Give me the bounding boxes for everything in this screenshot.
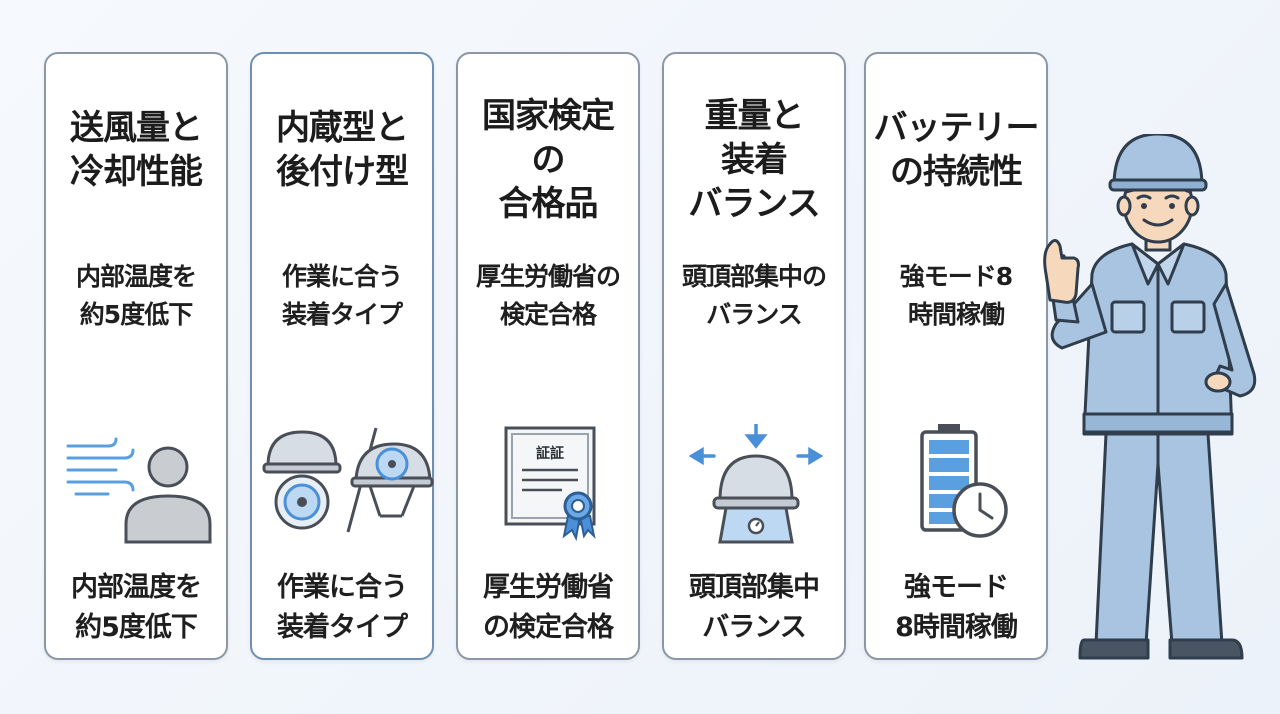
- card-subtitle: 作業に合う 装着タイプ: [281, 262, 403, 329]
- card-bottom-text: 頭頂部集中 バランス: [689, 572, 820, 643]
- card-title: 内蔵型と 後付け型: [276, 108, 409, 192]
- feature-card-airflow: 送風量と 冷却性能 内部温度を 約5度低下 内部温度を 約5度低下: [44, 52, 228, 660]
- feature-card-certification: 国家検定 の 合格品 厚生労働省の 検定合格 証証 厚生労働省 の検定合格: [456, 52, 640, 660]
- card-title: 国家検定 の 合格品: [482, 96, 615, 224]
- worker-thumbs-up-illustration: [1043, 134, 1257, 660]
- card-title: バッテリー の持続性: [873, 108, 1040, 192]
- card-subtitle: 頭頂部集中の バランス: [681, 262, 827, 329]
- card-bottom-text: 強モード 8時間稼働: [895, 572, 1018, 643]
- helmet-scale-icon: [688, 424, 824, 544]
- card-title: 送風量と 冷却性能: [70, 108, 203, 192]
- card-title: 重量と 装着 バランス: [688, 96, 820, 224]
- wind-person-icon: [66, 437, 212, 544]
- card-subtitle: 内部温度を 約5度低下: [75, 262, 197, 329]
- card-subtitle: 厚生労働省の 検定合格: [475, 262, 621, 329]
- card-bottom-text: 作業に合う 装着タイプ: [277, 572, 408, 643]
- card-bottom-text: 内部温度を 約5度低下: [71, 572, 202, 643]
- helmet-fan-icon: [262, 427, 434, 533]
- card-subtitle: 強モード8 時間稼働: [899, 262, 1013, 329]
- feature-card-battery: バッテリー の持続性 強モード8 時間稼働 強モード 8時間稼働: [864, 52, 1048, 660]
- feature-card-mount-type: 内蔵型と 後付け型 作業に合う 装着タイプ 作業に合う 装着タイプ: [250, 52, 434, 660]
- feature-card-weight-balance: 重量と 装着 バランス 頭頂部集中の バランス 頭頂部集中 バランス: [662, 52, 846, 660]
- battery-clock-icon: [920, 424, 1008, 538]
- certificate-label: 証証: [536, 445, 564, 462]
- certificate-icon: 証証: [504, 426, 596, 542]
- card-bottom-text: 厚生労働省 の検定合格: [483, 572, 614, 643]
